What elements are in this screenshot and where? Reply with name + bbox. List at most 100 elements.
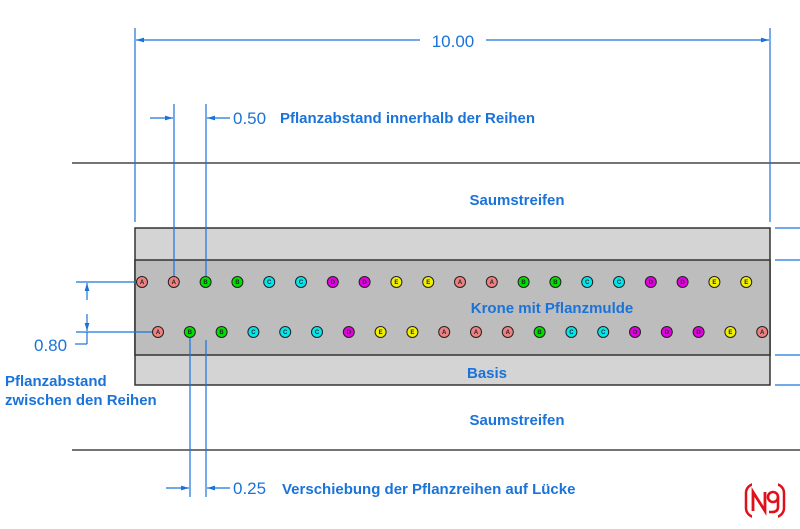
in-row-spacing-label: Pflanzabstand innerhalb der Reihen	[280, 110, 535, 127]
plant-label: C	[251, 330, 256, 336]
plant-circle	[358, 276, 371, 288]
plant-circle	[549, 276, 562, 288]
plant-label: A	[458, 280, 463, 286]
plant-circle	[533, 326, 546, 338]
plant-row1-D: D	[644, 276, 657, 288]
plant-label: E	[728, 330, 732, 336]
row-spacing-dimension	[75, 281, 153, 345]
plant-row2-E: E	[374, 326, 387, 338]
plant-row2-D: D	[692, 326, 705, 338]
plant-circle	[390, 276, 403, 288]
plant-circle	[183, 326, 196, 338]
plant-circle	[279, 326, 292, 338]
plant-row2-D: D	[629, 326, 641, 338]
plant-circle	[326, 276, 339, 288]
plant-row2-E: E	[724, 326, 737, 338]
plant-row1-C: C	[295, 276, 307, 288]
plant-label: A	[442, 330, 447, 336]
plant-label: C	[283, 330, 288, 336]
plant-label: B	[235, 280, 240, 286]
plant-row1-C: C	[581, 276, 594, 288]
plant-circle	[342, 326, 355, 338]
plant-circle	[724, 326, 737, 338]
zone-bottom-strip-label: Saumstreifen	[469, 412, 564, 429]
plant-row2-C: C	[247, 326, 260, 338]
plant-row1-C: C	[263, 276, 276, 288]
plant-label: D	[696, 330, 701, 336]
plant-row1-E: E	[740, 276, 753, 288]
plant-circle	[199, 276, 212, 288]
plant-label: C	[315, 330, 320, 336]
plant-circle	[136, 276, 148, 288]
plant-circle	[406, 326, 419, 338]
plant-label: B	[521, 280, 526, 286]
plant-circle	[263, 276, 276, 288]
zone-top-strip-label: Saumstreifen	[469, 192, 564, 209]
plant-row1-E: E	[708, 276, 721, 288]
plant-row2-A: A	[756, 326, 769, 338]
plant-row1-D: D	[326, 276, 339, 288]
plant-circle	[374, 326, 387, 338]
plant-label: A	[506, 330, 511, 336]
plant-row2-C: C	[597, 326, 610, 338]
plant-row2-A: A	[501, 326, 514, 338]
plant-row2-C: C	[279, 326, 292, 338]
plant-circle	[517, 276, 530, 288]
plant-circle	[295, 276, 307, 288]
plant-label: B	[188, 330, 193, 336]
n9-logo	[744, 480, 786, 521]
plant-label: A	[172, 280, 177, 286]
plant-label: E	[379, 330, 383, 336]
plant-circle	[167, 276, 180, 288]
in-row-spacing-dimension	[150, 104, 230, 277]
plant-label: C	[617, 280, 622, 286]
plant-row2-C: C	[565, 326, 578, 338]
plant-label: C	[299, 280, 304, 286]
plant-label: E	[394, 280, 398, 286]
plant-row1-D: D	[358, 276, 371, 288]
plant-row2-A: A	[470, 326, 482, 338]
plant-row1-E: E	[390, 276, 403, 288]
plant-circle	[247, 326, 260, 338]
in-row-spacing-value: 0.50	[233, 109, 266, 128]
plant-row2-E: E	[406, 326, 419, 338]
plant-label: D	[331, 280, 336, 286]
plant-label: B	[219, 330, 224, 336]
plant-circle	[311, 326, 323, 338]
plant-row1-C: C	[613, 276, 625, 288]
plant-circle	[485, 276, 498, 288]
plant-row1-A: A	[167, 276, 180, 288]
plant-row2-A: A	[152, 326, 164, 338]
plant-row2-C: C	[311, 326, 323, 338]
plant-label: D	[680, 280, 685, 286]
plant-circle	[565, 326, 578, 338]
plant-label: B	[553, 280, 558, 286]
plant-label: B	[537, 330, 542, 336]
plant-circle	[501, 326, 514, 338]
plant-label: D	[633, 330, 638, 336]
plant-label: A	[760, 330, 765, 336]
plant-row2-A: A	[438, 326, 451, 338]
plant-row2-D: D	[660, 326, 673, 338]
plant-circle	[613, 276, 625, 288]
plant-row2-B: B	[183, 326, 196, 338]
plant-circle	[438, 326, 451, 338]
plant-label: C	[569, 330, 574, 336]
row-spacing-value: 0.80	[34, 336, 67, 355]
plant-circle	[215, 326, 228, 338]
plant-row1-E: E	[422, 276, 435, 288]
plant-row2-B: B	[215, 326, 228, 338]
plant-label: A	[474, 330, 479, 336]
plant-circle	[629, 326, 641, 338]
plant-circle	[454, 276, 466, 288]
total-width-value: 10.00	[432, 32, 475, 51]
zone-crown-label: Krone mit Pflanzmulde	[471, 300, 634, 317]
plant-row1-B: B	[231, 276, 244, 288]
plant-label: B	[203, 280, 208, 286]
plant-circle	[581, 276, 594, 288]
plant-row1-B: B	[517, 276, 530, 288]
plant-row2-B: B	[533, 326, 546, 338]
plant-label: D	[347, 330, 352, 336]
